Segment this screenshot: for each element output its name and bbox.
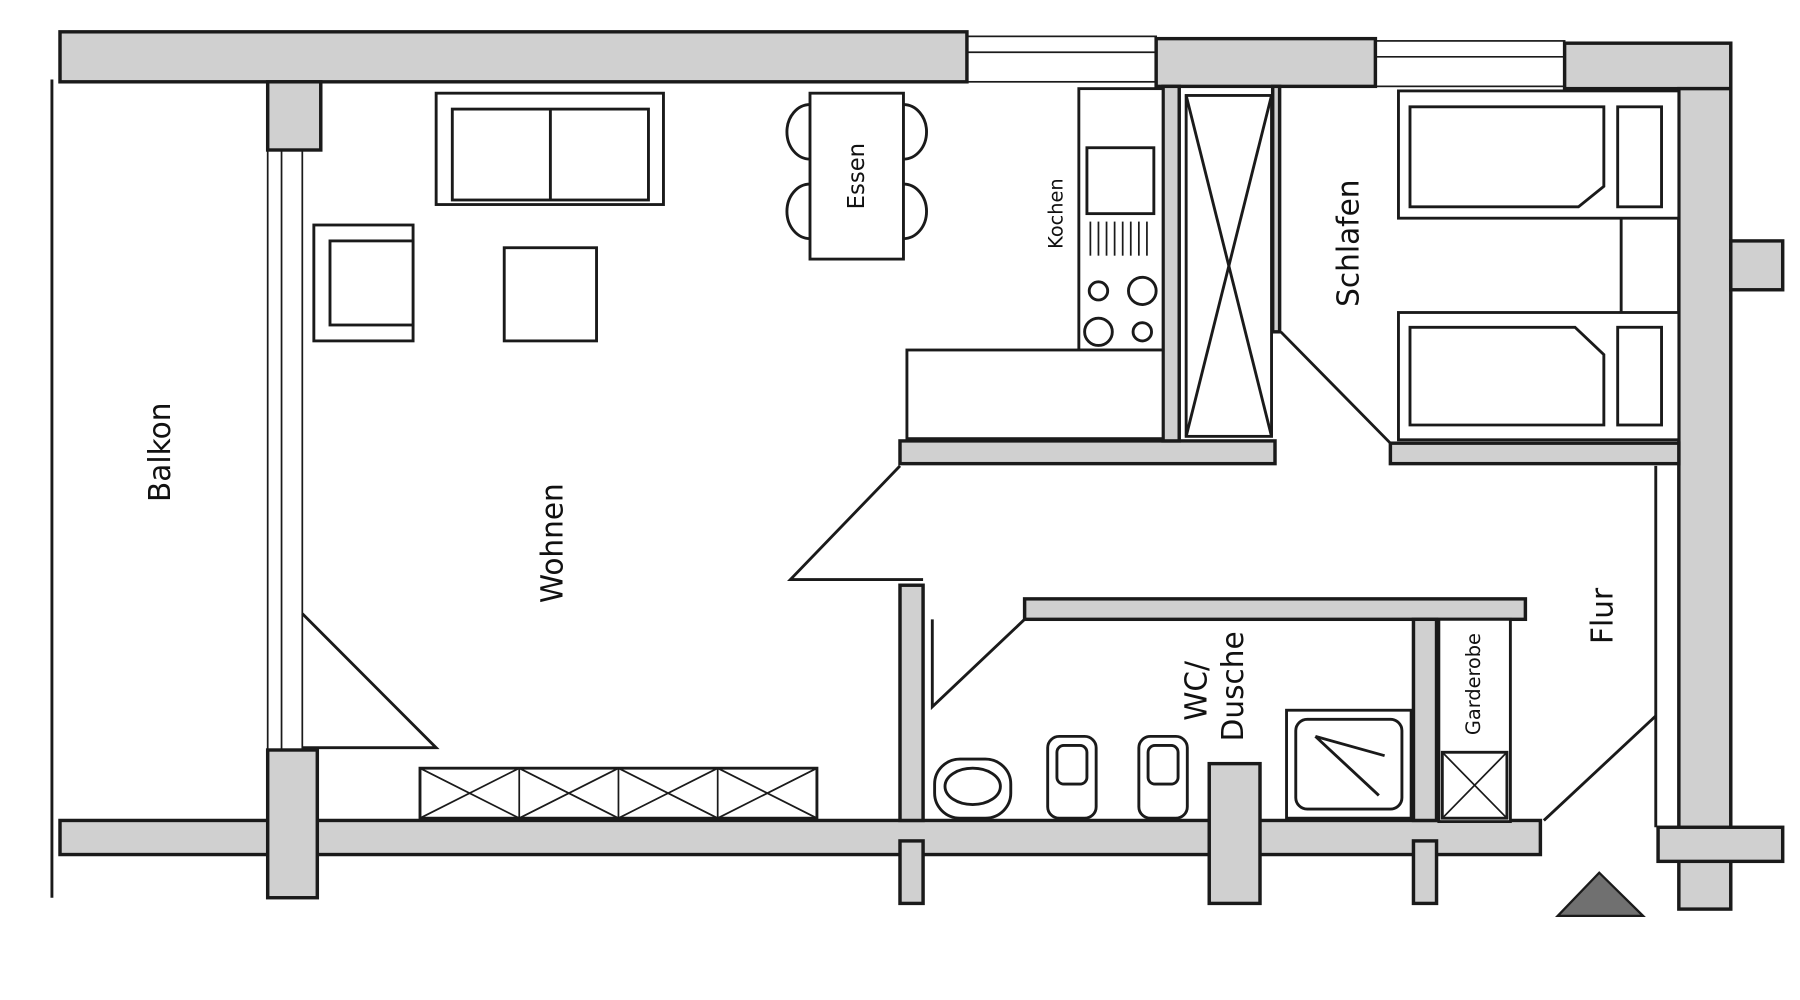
label-balkon: Balkon	[143, 403, 178, 502]
wardrobe	[1184, 94, 1273, 438]
label-dusche: Dusche	[1216, 631, 1251, 741]
sideboard	[418, 766, 819, 820]
room-labels: Balkon Wohnen Essen Kochen Schlafen WC/ …	[143, 143, 1621, 741]
door-swings	[301, 330, 1657, 822]
label-flur: Flur	[1585, 587, 1620, 644]
entrance-marker	[1555, 871, 1646, 918]
armchair	[312, 223, 415, 343]
label-kochen: Kochen	[1044, 178, 1067, 248]
exterior-walls	[58, 30, 1785, 911]
coffee-table	[502, 246, 598, 343]
label-schlafen: Schlafen	[1331, 180, 1366, 307]
label-essen: Essen	[844, 143, 870, 209]
windows	[266, 35, 1566, 751]
label-wc: WC/	[1179, 660, 1214, 721]
kitchen-counter	[905, 87, 1165, 441]
coat-rack	[1437, 617, 1512, 824]
dining-table	[785, 91, 928, 261]
sofa	[434, 91, 665, 206]
label-wohnen: Wohnen	[535, 483, 570, 603]
label-garderobe: Garderobe	[1462, 633, 1485, 735]
interior-walls	[898, 84, 1681, 828]
bathroom-fixtures	[933, 708, 1413, 820]
beds	[1397, 89, 1681, 442]
